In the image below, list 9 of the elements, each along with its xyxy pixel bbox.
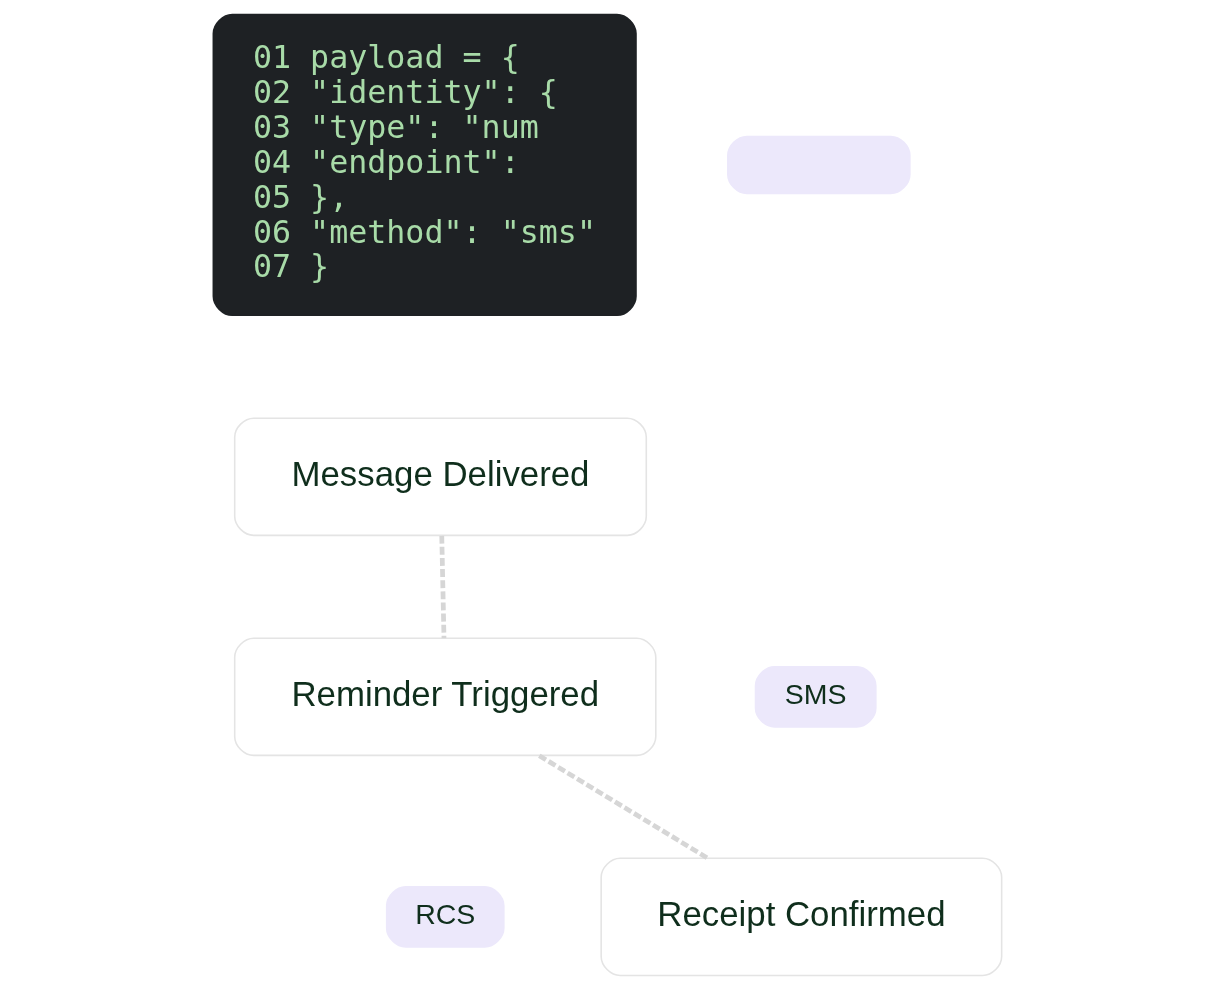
node-box — [727, 135, 911, 195]
connector — [439, 535, 447, 639]
node-box: RCS — [385, 886, 505, 948]
node-box: 01 payload = { 02 "identity": { 03 "type": "num 04 "endpoint": 05 }, 06 "method": "sms" 07 } — [212, 13, 637, 317]
node-box: Reminder Triggered — [233, 637, 657, 757]
node-box: SMS — [754, 665, 877, 728]
node-box: Receipt Confirmed — [600, 857, 1003, 977]
connector — [538, 753, 709, 861]
node-box: Message Delivered — [233, 417, 648, 537]
